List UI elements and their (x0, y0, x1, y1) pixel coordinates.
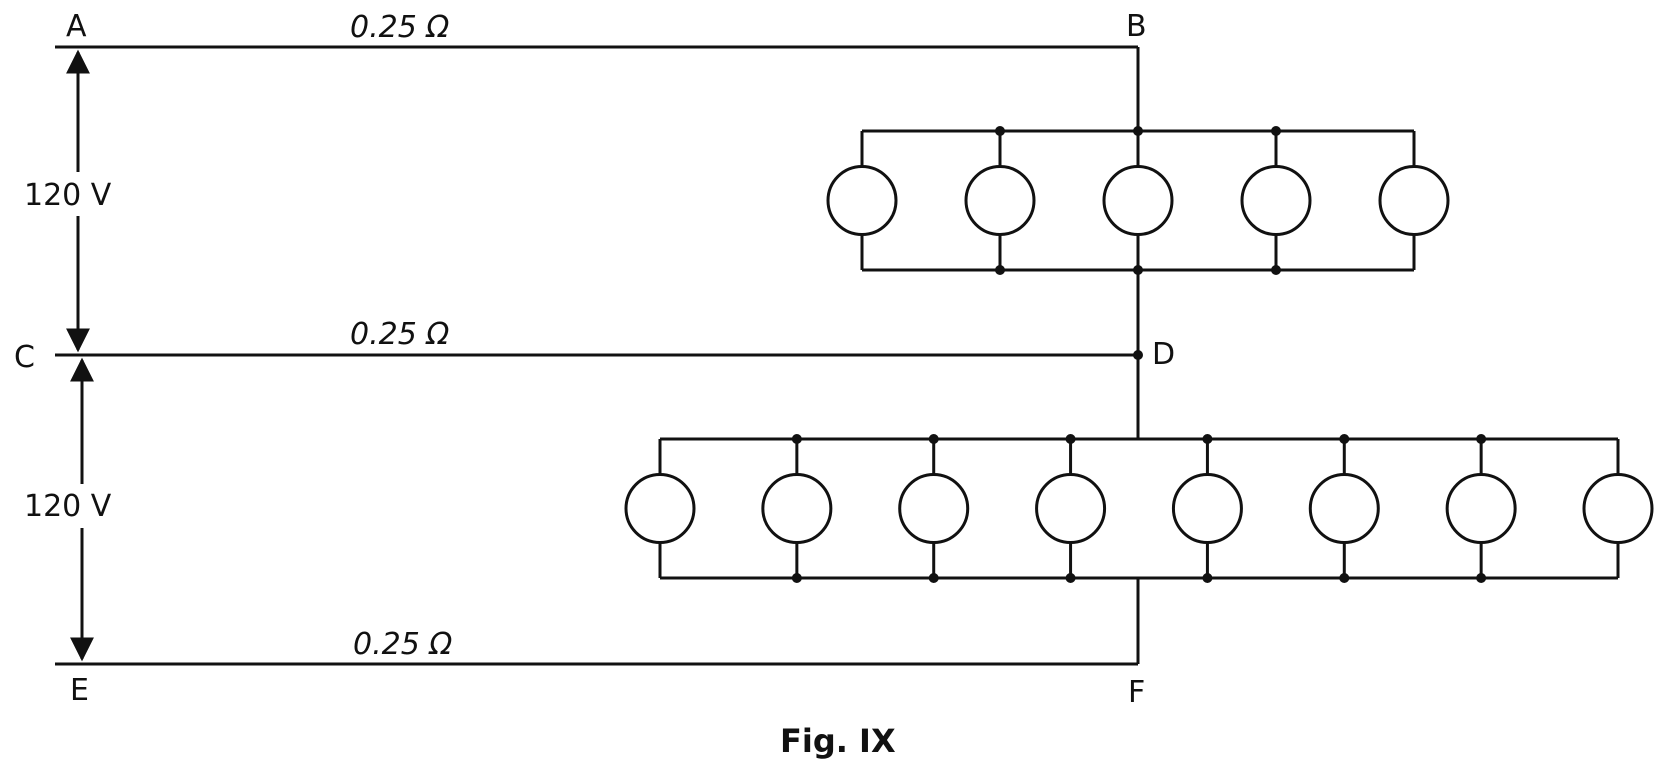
junction-d (1133, 350, 1143, 360)
node-label-f: F (1128, 675, 1145, 710)
resistance-label-cd: 0.25 Ω (350, 317, 449, 352)
lower-bank-lamp (624, 439, 696, 578)
upper-bank-lamp (826, 131, 898, 270)
voltage-label-lower: 120 V (24, 489, 112, 524)
lower-bank-lamp (1035, 434, 1107, 583)
resistance-label-ab: 0.25 Ω (350, 10, 449, 45)
node-label-a: A (66, 9, 87, 44)
node-label-d: D (1152, 337, 1175, 372)
lower-lamp-bank (624, 434, 1654, 583)
lower-bank-lamp (1308, 434, 1380, 583)
lower-bank-lamp (761, 434, 833, 583)
upper-bank-lamp (1102, 126, 1174, 275)
upper-bank-lamp (1240, 126, 1312, 275)
voltage-label-upper: 120 V (24, 178, 112, 213)
upper-bank-lamp (964, 126, 1036, 275)
lower-bank-lamp (1582, 439, 1654, 578)
lower-bank-lamp (1445, 434, 1517, 583)
node-label-c: C (14, 340, 35, 375)
resistance-label-ef: 0.25 Ω (353, 627, 452, 662)
upper-lamp-bank (826, 126, 1450, 275)
figure-caption: Fig. IX (780, 722, 896, 760)
node-label-b: B (1126, 9, 1147, 44)
lower-bank-lamp (898, 434, 970, 583)
lower-bank-lamp (1171, 434, 1243, 583)
node-label-e: E (70, 673, 89, 708)
upper-bank-lamp (1378, 131, 1450, 270)
